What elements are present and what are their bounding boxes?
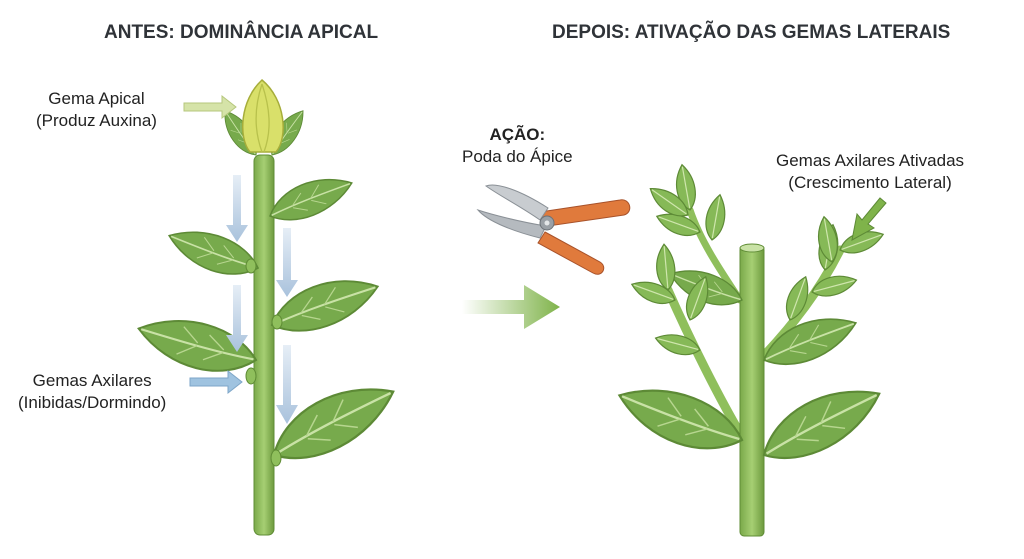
leaf: [263, 265, 386, 345]
process-arrow: [462, 285, 560, 329]
leaf: [654, 242, 678, 292]
apical-bud-pointer-arrow: [183, 94, 237, 120]
axillary-bud: [245, 367, 257, 385]
main-stem-before: [253, 154, 275, 536]
axillary-buds-label: Gemas Axilares (Inibidas/Dormindo): [18, 370, 166, 414]
axillary-buds-label-line2: (Inibidas/Dormindo): [18, 393, 167, 412]
leaf: [702, 192, 730, 243]
leaf: [751, 370, 892, 477]
axillary-buds-label-line1: Gemas Axilares: [32, 371, 152, 390]
cut-stump: [739, 243, 765, 253]
axillary-bud: [245, 258, 257, 274]
lateral-shoot: [663, 285, 749, 445]
apical-bud-label: Gema Apical (Produz Auxina): [36, 88, 157, 132]
plant-before: [131, 79, 406, 536]
action-label: AÇÃO: Poda do Ápice: [462, 124, 573, 168]
axillary-bud-pointer-arrow: [189, 369, 243, 395]
apical-bud: [241, 79, 284, 153]
activated-buds-label: Gemas Axilares Ativadas (Crescimento Lat…: [776, 150, 964, 194]
axillary-bud: [271, 314, 283, 330]
leaf: [262, 166, 359, 232]
activated-bud-pointer-arrow: [851, 197, 887, 241]
apical-bud-label-line2: (Produz Auxina): [36, 111, 157, 130]
before-title: ANTES: DOMINÂNCIA APICAL: [104, 22, 379, 43]
main-stem-after: [739, 245, 765, 537]
auxin-flow-arrows: [226, 175, 298, 424]
activated-buds-label-line2: (Crescimento Lateral): [788, 173, 952, 192]
leaf: [162, 219, 265, 286]
plant-after: [609, 162, 892, 537]
apical-bud-label-line1: Gema Apical: [48, 89, 145, 108]
action-title: AÇÃO:: [489, 125, 546, 144]
activated-buds-label-line1: Gemas Axilares Ativadas: [776, 151, 965, 170]
action-text: Poda do Ápice: [462, 147, 573, 166]
axillary-bud: [270, 449, 282, 467]
pruning-shears-icon: [476, 184, 631, 275]
after-title: DEPOIS: ATIVAÇÃO DAS GEMAS LATERAIS: [552, 22, 951, 43]
